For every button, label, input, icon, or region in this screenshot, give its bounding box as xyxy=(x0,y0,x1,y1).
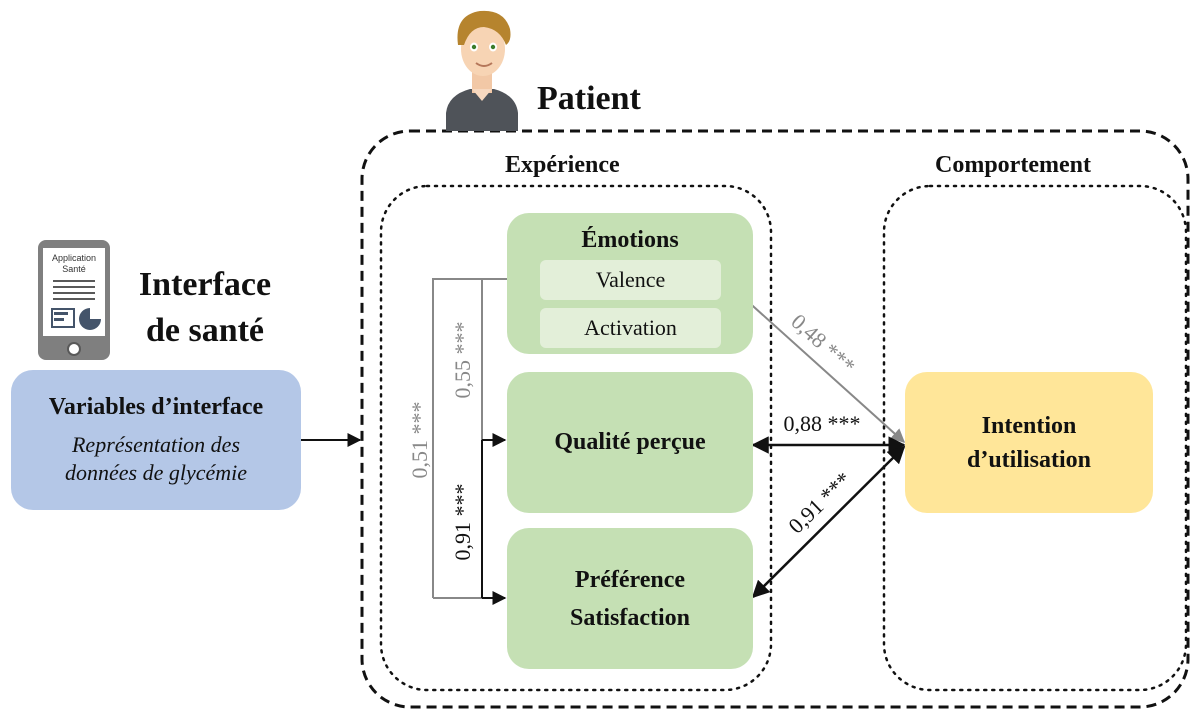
preference-box: Préférence Satisfaction xyxy=(507,528,753,669)
patient-title: Patient xyxy=(537,80,641,117)
coef-091-left-label: 0,91 *** xyxy=(450,483,475,561)
coef-088-label: 0,88 *** xyxy=(783,411,861,436)
variables-sub-line1: Représentation des xyxy=(71,431,241,457)
phone-app-line2: Santé xyxy=(62,264,86,274)
comportement-title: Comportement xyxy=(935,152,1091,178)
arrow-048 xyxy=(722,279,906,443)
variables-box: Variables d’interface Représentation des… xyxy=(11,370,301,510)
arrow-091-right xyxy=(751,445,906,599)
intention-box: Intention d’utilisation xyxy=(905,372,1153,513)
coef-051-label: 0,51 *** xyxy=(407,401,432,479)
valence-box: Valence xyxy=(540,260,721,300)
comportement-container xyxy=(882,184,1188,692)
qualite-label: Qualité perçue xyxy=(554,429,706,455)
interface-title-line1: Interface xyxy=(138,266,272,303)
variables-sub-line2: données de glycémie xyxy=(64,459,248,485)
variables-title: Variables d’interface xyxy=(48,393,264,420)
activation-box: Activation xyxy=(540,308,721,348)
person-avatar-icon xyxy=(446,10,518,131)
qualite-box: Qualité perçue xyxy=(507,372,753,513)
phone-app-line1: Application xyxy=(51,253,97,263)
intention-line1: Intention xyxy=(981,412,1077,439)
intention-line2: d’utilisation xyxy=(966,446,1092,473)
patient-container xyxy=(360,129,1190,709)
interface-title-line2: de santé xyxy=(145,312,265,349)
preference-line1: Préférence xyxy=(574,566,686,593)
interface-title: Interface de santé xyxy=(120,262,290,354)
preference-line2: Satisfaction xyxy=(570,604,690,631)
arrow-051-path xyxy=(432,272,528,598)
smartphone-icon: Application Santé xyxy=(38,240,110,360)
coef-055-label: 0,55 *** xyxy=(450,321,475,399)
phone-home-button xyxy=(67,342,81,356)
phone-screen: Application Santé xyxy=(43,248,105,336)
emotions-title: Émotions xyxy=(581,227,679,253)
experience-title: Expérience xyxy=(505,152,620,178)
